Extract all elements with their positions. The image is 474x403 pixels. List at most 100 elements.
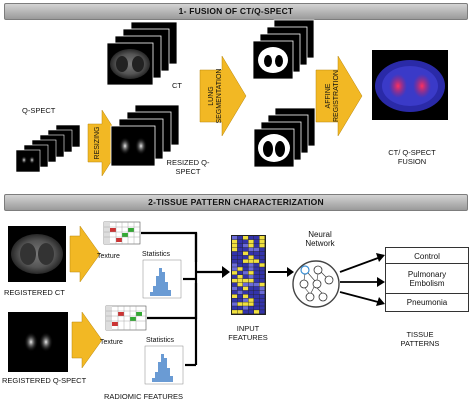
heatmap-cell bbox=[237, 267, 243, 271]
heatmap-cell bbox=[259, 259, 265, 263]
heatmap-cell bbox=[248, 247, 254, 252]
heatmap-cell bbox=[243, 263, 249, 267]
label-resized-qspect: RESIZED Q-SPECT bbox=[166, 158, 210, 176]
heatmap-cell bbox=[237, 294, 243, 298]
heatmap-cell bbox=[243, 247, 249, 252]
label-tissue-patterns: TISSUE PATTERNS bbox=[400, 330, 440, 348]
heatmap-cell bbox=[232, 310, 238, 314]
heatmap-cell bbox=[254, 278, 260, 283]
heatmap-cell bbox=[243, 259, 249, 263]
class-pulmonary-embolism: Pulmonary Embolism bbox=[385, 263, 469, 295]
heatmap-cell bbox=[232, 259, 238, 263]
heatmap-cell bbox=[254, 255, 260, 259]
qspect-stack bbox=[15, 124, 81, 173]
heatmap-cell bbox=[243, 255, 249, 259]
heatmap-cell bbox=[248, 294, 254, 298]
section2-banner: 2-TISSUE PATTERN CHARACTERIZATION bbox=[4, 194, 468, 211]
heatmap-cell bbox=[237, 275, 243, 279]
heatmap-cell bbox=[248, 282, 254, 287]
heatmap-cell bbox=[243, 306, 249, 310]
heatmap-cell bbox=[259, 298, 265, 302]
heatmap-cell bbox=[259, 275, 265, 279]
resized-qspect-stack bbox=[110, 104, 180, 167]
heatmap-cell bbox=[259, 239, 265, 244]
heatmap-cell bbox=[237, 298, 243, 302]
label-radiomic-features: RADIOMIC FEATURES bbox=[104, 392, 184, 401]
affine-registration-arrow bbox=[315, 55, 363, 137]
label-statistics-1: Statistics bbox=[142, 251, 171, 258]
heatmap-cell bbox=[254, 298, 260, 302]
heatmap-cell bbox=[254, 236, 260, 240]
texture-table-2 bbox=[105, 305, 147, 331]
label-affine-registration: AFFINE REGISTRATION bbox=[325, 70, 340, 122]
heatmap-cell bbox=[248, 236, 254, 240]
heatmap-cell bbox=[243, 294, 249, 298]
heatmap-cell bbox=[259, 271, 265, 275]
heatmap-cell bbox=[232, 255, 238, 259]
heatmap-cell bbox=[237, 310, 243, 314]
heatmap-cell bbox=[243, 290, 249, 295]
heatmap-cell bbox=[259, 286, 265, 291]
heatmap-cell bbox=[259, 267, 265, 271]
heatmap-cell bbox=[248, 306, 254, 310]
heatmap-cell bbox=[254, 282, 260, 287]
heatmap-cell bbox=[232, 290, 238, 295]
nn-to-class-arrows bbox=[339, 253, 385, 306]
heatmap-cell bbox=[243, 310, 249, 314]
heatmap-cell bbox=[237, 302, 243, 306]
heatmap-cell bbox=[248, 271, 254, 275]
heatmap-cell bbox=[254, 259, 260, 263]
lung-segmentation-arrow bbox=[199, 55, 247, 137]
heatmap-cell bbox=[232, 239, 238, 244]
label-ct: CT bbox=[172, 81, 182, 90]
heatmap-cell bbox=[237, 239, 243, 244]
histogram-1 bbox=[142, 259, 182, 299]
heatmap-cell bbox=[243, 271, 249, 275]
section1-title: 1- FUSION OF CT/Q-SPECT bbox=[178, 6, 294, 16]
heatmap-cell bbox=[259, 263, 265, 267]
registered-qspect-image bbox=[8, 312, 68, 372]
texture-table-1 bbox=[103, 221, 141, 245]
heatmap-cell bbox=[248, 243, 254, 248]
ct-stack bbox=[106, 21, 178, 86]
features-arrowhead bbox=[222, 266, 230, 278]
heatmap-cell bbox=[232, 294, 238, 298]
label-lung-segmentation: LUNG SEGMENTATION bbox=[208, 68, 223, 124]
heatmap-cell bbox=[259, 294, 265, 298]
heatmap-cell bbox=[259, 243, 265, 248]
heatmap-cell bbox=[237, 306, 243, 310]
label-registered-ct: REGISTERED CT bbox=[4, 288, 65, 297]
heatmap-cell bbox=[232, 247, 238, 252]
heatmap-cell bbox=[232, 275, 238, 279]
fusion-image bbox=[372, 50, 448, 120]
heatmap-cell bbox=[254, 267, 260, 271]
heatmap-cell bbox=[237, 247, 243, 252]
ct-to-features-arrow bbox=[69, 225, 101, 283]
heatmap-cell bbox=[248, 278, 254, 283]
label-neural-network: Neural Network bbox=[305, 230, 335, 248]
feature-connectors bbox=[141, 231, 222, 367]
heatmap-cell bbox=[243, 251, 249, 256]
heatmap-cell bbox=[232, 271, 238, 275]
heatmap-cell bbox=[254, 302, 260, 306]
heatmap-cell bbox=[243, 239, 249, 244]
heatmap-cell bbox=[259, 310, 265, 314]
heatmap-cell bbox=[259, 278, 265, 283]
label-input-features: INPUT FEATURES bbox=[228, 324, 268, 342]
label-registered-qspect: REGISTERED Q-SPECT bbox=[2, 376, 87, 385]
heatmap-cell bbox=[243, 278, 249, 283]
segmented-stack-top bbox=[252, 19, 315, 80]
histogram-2 bbox=[144, 345, 184, 385]
heatmap-cell bbox=[237, 271, 243, 275]
heatmap-cell bbox=[237, 236, 243, 240]
heatmap-cell bbox=[259, 236, 265, 240]
heatmap-cell bbox=[232, 302, 238, 306]
heatmap-cell bbox=[243, 275, 249, 279]
label-statistics-2: Statistics bbox=[146, 337, 175, 344]
heatmap-cell bbox=[232, 236, 238, 240]
heatmap-cell bbox=[243, 302, 249, 306]
heatmap-cell bbox=[259, 306, 265, 310]
label-resizing: RESIZING bbox=[94, 126, 101, 160]
heatmap-cell bbox=[232, 278, 238, 283]
